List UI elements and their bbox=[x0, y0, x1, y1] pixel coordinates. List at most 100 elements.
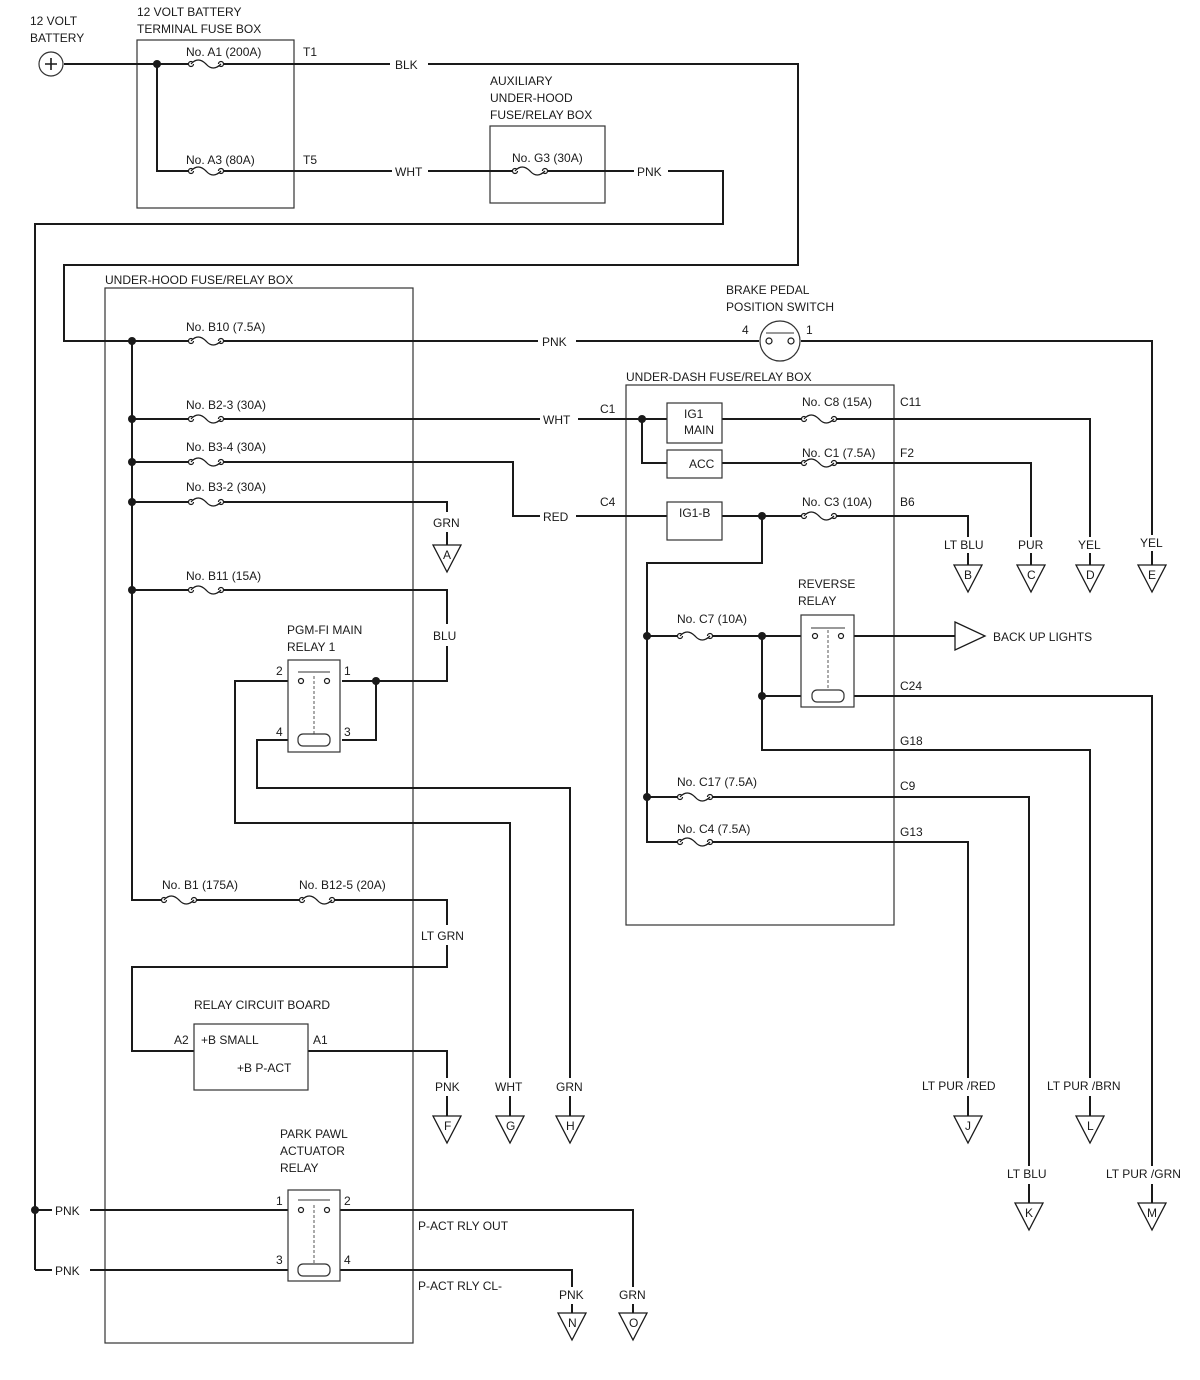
connector-b-label: B bbox=[964, 568, 972, 582]
wire-label: WHT bbox=[495, 1080, 523, 1094]
under-hood-box-outline bbox=[104, 287, 414, 1344]
wire-label: YEL bbox=[1140, 536, 1163, 550]
wire-label: LT PUR /RED bbox=[922, 1079, 996, 1093]
wire-label: YEL bbox=[1078, 538, 1101, 552]
terminal-label: G13 bbox=[900, 825, 923, 839]
wire-label: GRN bbox=[433, 516, 460, 530]
connector-h-label: H bbox=[566, 1119, 575, 1133]
fuse-b11 bbox=[187, 585, 225, 595]
fuse-c4 bbox=[676, 837, 714, 847]
connector-l-label: L bbox=[1087, 1119, 1094, 1133]
fuse-label: No. G3 (30A) bbox=[512, 151, 583, 165]
wire-label: GRN bbox=[619, 1288, 646, 1302]
terminal-label: A1 bbox=[313, 1033, 328, 1047]
fuse-label: No. C3 (10A) bbox=[802, 495, 872, 509]
park-pawl-label: RELAY bbox=[280, 1161, 318, 1175]
reverse-relay-label: REVERSE bbox=[798, 577, 855, 591]
back-up-lights-label: BACK UP LIGHTS bbox=[993, 630, 1092, 644]
connector-m-label: M bbox=[1147, 1206, 1157, 1220]
park-pawl-relay-symbol bbox=[287, 1189, 341, 1282]
pgm-fi-pin: 3 bbox=[344, 725, 351, 739]
brake-switch-symbol bbox=[759, 320, 801, 362]
under-dash-box-outline bbox=[625, 384, 895, 926]
pgm-fi-relay-label: PGM-FI MAIN bbox=[287, 623, 362, 637]
brake-switch-pin: 4 bbox=[742, 323, 749, 337]
fuse-b2-3 bbox=[187, 414, 225, 424]
connector-triangles bbox=[431, 544, 1168, 1342]
brake-switch-pin: 1 bbox=[806, 323, 813, 337]
wire-label: LT BLU bbox=[944, 538, 984, 552]
connector-j-label: J bbox=[965, 1119, 971, 1133]
relay-circuit-board-box bbox=[193, 1023, 309, 1091]
wire-label: PNK bbox=[435, 1080, 460, 1094]
p-act-cl-label: P-ACT RLY CL- bbox=[418, 1279, 502, 1293]
fuse-label: No. B1 (175A) bbox=[162, 878, 238, 892]
aux-box-label: FUSE/RELAY BOX bbox=[490, 108, 592, 122]
fuse-label: No. B2-3 (30A) bbox=[186, 398, 266, 412]
connector-n-label: N bbox=[568, 1316, 577, 1330]
wire-label: BLK bbox=[395, 58, 418, 72]
acc-box bbox=[666, 449, 723, 479]
connector-a-symbol bbox=[431, 544, 463, 574]
junction-dots bbox=[31, 60, 766, 1214]
terminal-label: B6 bbox=[900, 495, 915, 509]
ig1-b-label: IG1-B bbox=[679, 506, 710, 520]
wire-label: LT BLU bbox=[1007, 1167, 1047, 1181]
p-act-out-label: P-ACT RLY OUT bbox=[418, 1219, 509, 1233]
wire-label: PNK bbox=[55, 1204, 80, 1218]
fuse-label: No. B12-5 (20A) bbox=[299, 878, 386, 892]
terminal-label: C11 bbox=[900, 395, 921, 409]
park-pawl-label: ACTUATOR bbox=[280, 1144, 345, 1158]
wire-label: LT PUR /BRN bbox=[1047, 1079, 1121, 1093]
park-pawl-pin: 1 bbox=[276, 1194, 283, 1208]
wire-label: WHT bbox=[395, 165, 423, 179]
wire-label: LT PUR /GRN bbox=[1106, 1167, 1181, 1181]
terminal-label: C9 bbox=[900, 779, 916, 793]
fuse-label: No. A1 (200A) bbox=[186, 45, 261, 59]
connector-a-label: A bbox=[443, 548, 451, 562]
wire-label: PUR bbox=[1018, 538, 1044, 552]
terminal-label: G18 bbox=[900, 734, 923, 748]
terminal-label: C24 bbox=[900, 679, 922, 693]
connector-letters: A B C D E F G H J L K M N O bbox=[443, 548, 1157, 1330]
fuse-label: No. C1 (7.5A) bbox=[802, 446, 875, 460]
fuse-label: No. B11 (15A) bbox=[186, 569, 261, 583]
terminal-label: C1 bbox=[600, 402, 616, 416]
wire-label: PNK bbox=[559, 1288, 584, 1302]
fuse-label: No. B10 (7.5A) bbox=[186, 320, 265, 334]
fuse-label: No. C17 (7.5A) bbox=[677, 775, 757, 789]
relay-board-title: RELAY CIRCUIT BOARD bbox=[194, 998, 330, 1012]
pgm-fi-pin: 4 bbox=[276, 725, 283, 739]
connector-o-label: O bbox=[629, 1316, 638, 1330]
terminal-fuse-box-outline bbox=[136, 39, 295, 209]
back-up-lights-arrow bbox=[954, 620, 987, 652]
fuse-label: No. A3 (80A) bbox=[186, 153, 255, 167]
wire-label: PNK bbox=[55, 1264, 80, 1278]
battery-label: 12 VOLT bbox=[30, 14, 78, 28]
connector-c-label: C bbox=[1027, 568, 1036, 582]
relay-board-small: +B SMALL bbox=[201, 1033, 259, 1047]
fuse-c1 bbox=[800, 458, 838, 468]
under-dash-box-label: UNDER-DASH FUSE/RELAY BOX bbox=[626, 370, 812, 384]
terminal-label: T1 bbox=[303, 45, 317, 59]
ig1-main-label: IG1 bbox=[684, 407, 704, 421]
terminal-label: A2 bbox=[174, 1033, 189, 1047]
wire-label: RED bbox=[543, 510, 569, 524]
battery-label: BATTERY bbox=[30, 31, 84, 45]
aux-fuse-box-outline bbox=[489, 125, 606, 204]
park-pawl-pin: 2 bbox=[344, 1194, 351, 1208]
fuse-b1 bbox=[160, 895, 198, 905]
connector-g-label: G bbox=[506, 1119, 515, 1133]
park-pawl-pin: 4 bbox=[344, 1253, 351, 1267]
pgm-fi-pin: 1 bbox=[344, 664, 351, 678]
fuse-c3 bbox=[800, 511, 838, 521]
connector-f-label: F bbox=[444, 1119, 451, 1133]
terminal-fuse-box-label: TERMINAL FUSE BOX bbox=[137, 22, 261, 36]
battery-symbol bbox=[38, 51, 64, 77]
connector-e-label: E bbox=[1148, 568, 1156, 582]
fuse-b3-4 bbox=[187, 457, 225, 467]
ig1-main-label: MAIN bbox=[684, 423, 714, 437]
pgm-fi-pin: 2 bbox=[276, 664, 283, 678]
fuse-label: No. B3-4 (30A) bbox=[186, 440, 266, 454]
